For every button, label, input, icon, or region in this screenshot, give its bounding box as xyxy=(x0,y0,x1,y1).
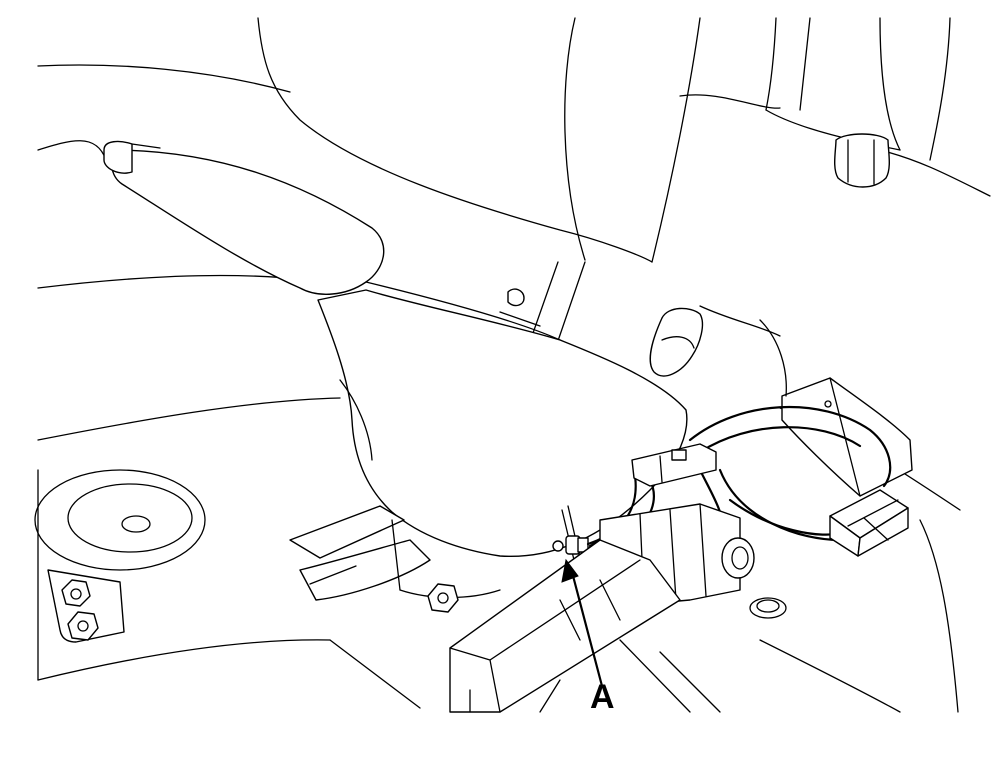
belt-strap xyxy=(649,307,704,377)
floor-well xyxy=(34,469,206,571)
floor-contour-lines xyxy=(37,64,991,713)
seat-back xyxy=(257,17,701,371)
callout-a-leader xyxy=(561,558,604,688)
seat-belt-buckle xyxy=(699,305,913,497)
harness-connector-upper xyxy=(631,443,717,487)
lower-lever-bar xyxy=(449,539,681,713)
right-seat xyxy=(765,17,951,188)
mounting-bracket xyxy=(47,569,125,643)
console-bracket xyxy=(289,505,501,613)
callout-label-a: A xyxy=(590,678,615,716)
floor-hole xyxy=(749,597,787,619)
parking-brake-lever xyxy=(103,140,671,411)
nut-icon xyxy=(67,611,99,641)
nut-icon xyxy=(427,583,459,613)
nut-icon xyxy=(61,579,91,607)
harness-connector-right xyxy=(829,489,909,557)
